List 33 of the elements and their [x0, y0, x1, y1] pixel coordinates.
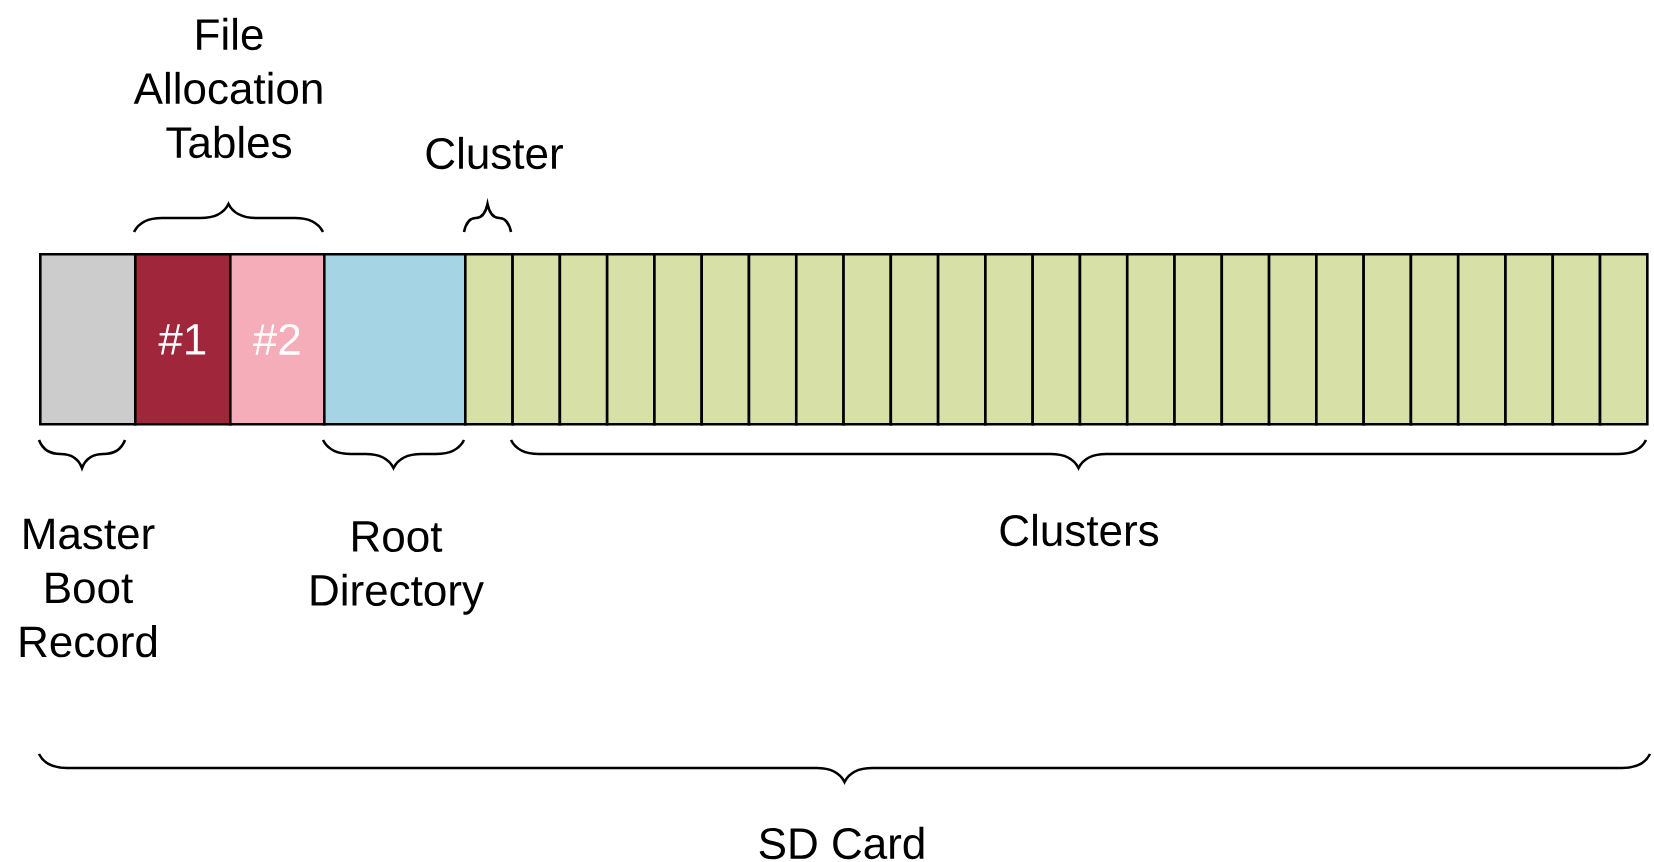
cluster-cell [889, 253, 940, 426]
cluster-cell [794, 253, 845, 426]
cluster-cell [653, 253, 703, 426]
cluster-cell [1031, 253, 1082, 426]
cluster-cell [700, 253, 751, 426]
label: SD Card [759, 826, 924, 860]
cluster-cell [464, 253, 514, 426]
cluster-cell [1598, 253, 1649, 426]
cluster-cell [1078, 253, 1129, 426]
cluster-cell [1409, 253, 1460, 426]
cluster-cell [984, 253, 1034, 426]
cluster-cell [936, 253, 987, 426]
label: Cluster [426, 136, 563, 170]
cluster-cell [842, 253, 893, 426]
cluster-cell [747, 253, 798, 426]
label: Clusters [1000, 513, 1159, 547]
label: Master Boot Record [20, 518, 157, 658]
storage-block [323, 253, 467, 426]
cluster-cell [1220, 253, 1271, 426]
cluster-cell [1362, 253, 1413, 426]
cluster-cell [558, 253, 609, 426]
cluster-cell [511, 253, 562, 426]
cluster-cell [1267, 253, 1318, 426]
cluster-cell [605, 253, 656, 426]
cluster-cell [1456, 253, 1507, 426]
cluster-cell [1125, 253, 1176, 426]
label: File Allocation Tables [133, 17, 322, 159]
table-block: #1 [134, 253, 232, 426]
table-block: #2 [229, 253, 326, 426]
cluster-cell [1551, 253, 1602, 426]
storage-block [39, 253, 137, 426]
cluster-cell [1315, 253, 1365, 426]
label: Root Directory [311, 521, 484, 615]
